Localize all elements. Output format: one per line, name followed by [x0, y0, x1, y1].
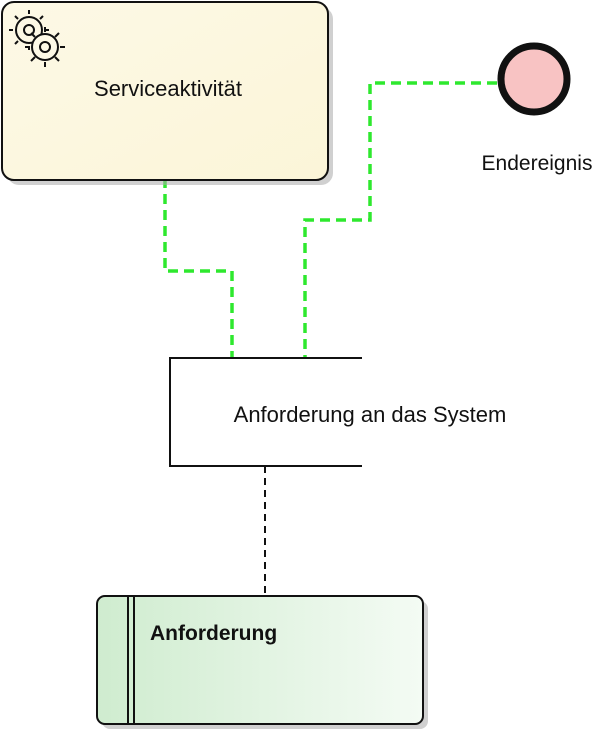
association-end-event-to-annotation[interactable]: [303, 81, 497, 358]
annotation-label: Anforderung an das System: [234, 402, 507, 427]
service-task[interactable]: Serviceaktivität: [1, 1, 333, 185]
requirement-box[interactable]: Anforderung: [96, 595, 428, 729]
annotation[interactable]: Anforderung an das System: [169, 357, 507, 467]
association-task-to-annotation[interactable]: [163, 178, 234, 358]
requirement-label: Anforderung: [150, 622, 277, 645]
service-task-label: Serviceaktivität: [94, 76, 242, 101]
gear-icon: [9, 10, 65, 67]
end-event-label: Endereignis: [482, 152, 593, 175]
end-event[interactable]: Endereignis: [482, 42, 593, 175]
